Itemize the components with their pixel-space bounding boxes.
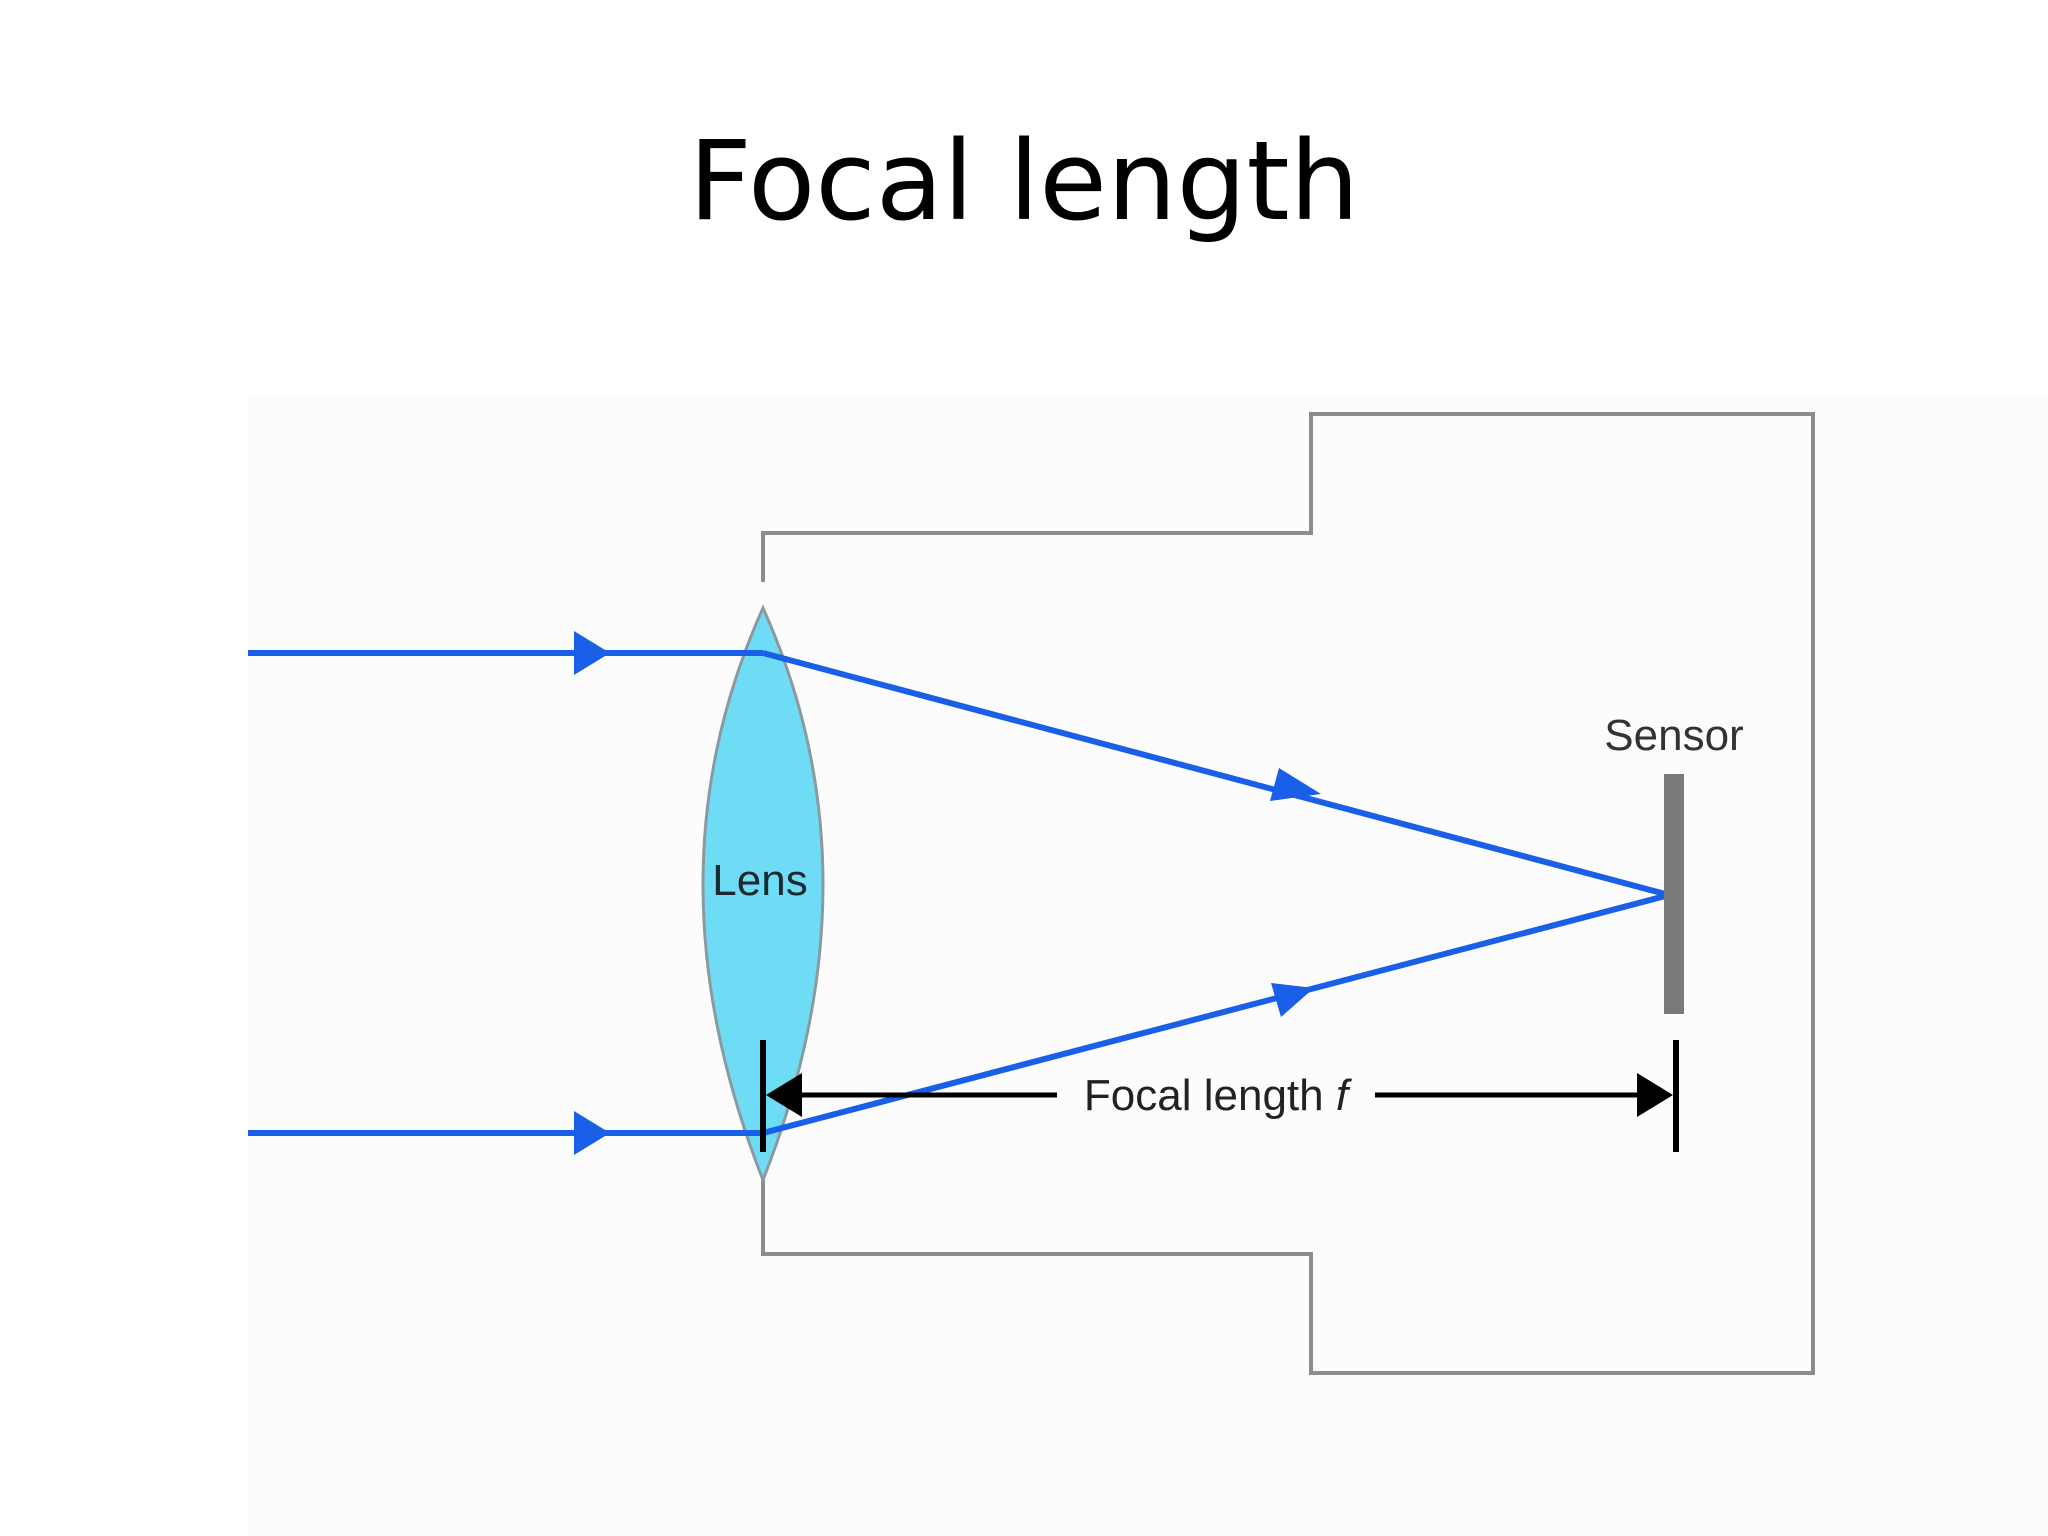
sensor-bar — [1664, 774, 1684, 1014]
ray-upper-incoming-arrow — [574, 631, 610, 675]
dimension-arrow-right — [1637, 1073, 1673, 1117]
diagram-background-panel — [248, 396, 2048, 1536]
ray-upper — [248, 631, 1670, 898]
slide-title: Focal length — [688, 117, 1360, 245]
focal-length-label-text: Focal length — [1084, 1071, 1324, 1120]
focal-length-label: Focal length f — [1084, 1071, 1353, 1120]
lens-label: Lens — [712, 856, 807, 905]
ray-lower-refracted-arrow — [1271, 983, 1314, 1017]
lens-shape — [701, 604, 825, 1185]
dimension-arrow-left — [766, 1073, 802, 1117]
sensor-label: Sensor — [1604, 711, 1743, 760]
camera-housing-outline — [761, 412, 1815, 1375]
ray-lower-incoming-arrow — [574, 1111, 610, 1155]
focal-length-dimension: Focal length f — [760, 1040, 1679, 1152]
ray-upper-refracted — [762, 650, 1670, 898]
ray-upper-refracted-arrow — [1270, 768, 1321, 801]
